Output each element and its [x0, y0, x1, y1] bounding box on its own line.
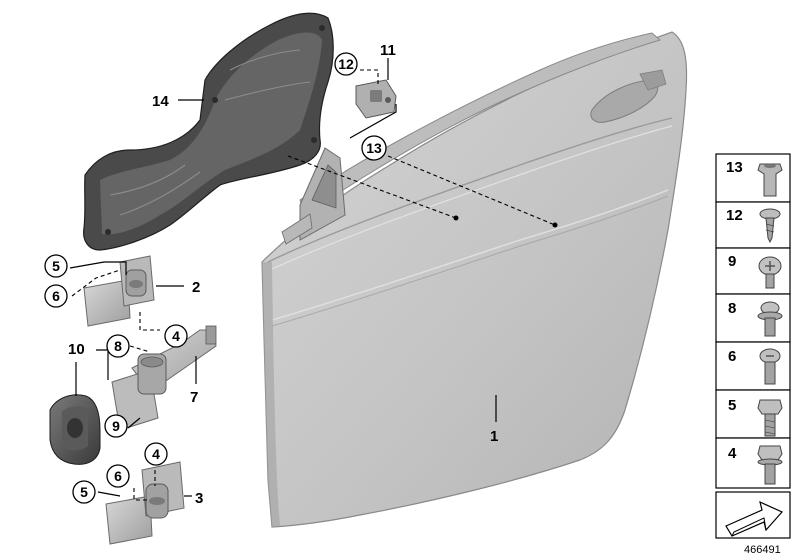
sound-insulation-part — [83, 12, 334, 251]
fillister-screw-icon — [759, 208, 781, 244]
callout-circle-8 — [106, 334, 130, 358]
callout-6-lower: 6 — [114, 468, 122, 484]
callout-8: 8 — [114, 338, 122, 354]
fastener-label-6: 6 — [728, 348, 736, 365]
torx-screw-icon — [758, 256, 782, 289]
fastener-label-8: 8 — [728, 300, 736, 317]
mirror-plug-part — [355, 79, 397, 119]
fastener-label-9: 9 — [728, 253, 736, 270]
fastener-label-5: 5 — [728, 397, 736, 414]
lower-hinge-part — [105, 461, 185, 545]
callout-7: 7 — [190, 389, 198, 406]
hex-bolt-icon — [757, 399, 783, 437]
callout-10: 10 — [68, 341, 85, 358]
upper-hinge-part — [83, 255, 155, 327]
collar-screw-icon — [757, 301, 783, 337]
callout-4-upper: 4 — [172, 328, 180, 344]
callout-circle-13 — [361, 135, 387, 161]
callout-5-lower: 5 — [80, 484, 88, 500]
callout-6-upper: 6 — [52, 288, 60, 304]
callout-4-lower: 4 — [152, 446, 160, 462]
callout-circle-9 — [104, 414, 128, 438]
callout-circle-5-upper — [44, 254, 68, 278]
callout-circle-4-lower — [144, 442, 168, 466]
expanding-nut-icon — [757, 163, 783, 197]
fastener-panel-footer — [715, 491, 791, 539]
fastener-row-12: 12 — [715, 201, 791, 249]
callout-3: 3 — [195, 490, 203, 507]
fastener-row-8: 8 — [715, 293, 791, 343]
fastener-panel: 13 12 9 — [715, 153, 791, 539]
fastener-row-5: 5 — [715, 389, 791, 439]
fastener-label-12: 12 — [726, 207, 743, 224]
reference-number: 466491 — [744, 544, 781, 556]
callout-12: 12 — [338, 56, 354, 72]
callout-circle-4-upper — [164, 324, 188, 348]
fastener-label-13: 13 — [726, 159, 743, 176]
leader-lines — [69, 58, 558, 501]
callout-1: 1 — [490, 428, 498, 445]
door-panel — [261, 31, 688, 528]
hex-flange-bolt-icon — [757, 445, 783, 485]
arrow-icon — [725, 500, 783, 537]
pan-head-screw-icon — [759, 348, 781, 385]
fastener-label-4: 4 — [728, 445, 737, 462]
buffer-part — [49, 394, 101, 465]
callout-5-upper: 5 — [52, 258, 60, 274]
fastener-row-4: 4 — [715, 437, 791, 489]
callouts: 1 2 3 7 10 11 14 5 6 4 8 9 4 6 5 12 13 — [44, 42, 498, 507]
callout-circle-6-lower — [106, 464, 130, 488]
callout-13: 13 — [366, 140, 382, 156]
callout-circle-12 — [334, 52, 358, 76]
callout-14: 14 — [152, 93, 169, 110]
fastener-row-6: 6 — [715, 341, 791, 391]
fastener-row-9: 9 — [715, 247, 791, 295]
fastener-row-13: 13 — [715, 153, 791, 203]
callout-circle-6-upper — [44, 284, 68, 308]
callout-2: 2 — [192, 279, 200, 296]
callout-circle-5-lower — [72, 480, 96, 504]
callout-9: 9 — [112, 418, 120, 434]
callout-11: 11 — [380, 42, 396, 59]
door-check-part — [111, 325, 217, 431]
